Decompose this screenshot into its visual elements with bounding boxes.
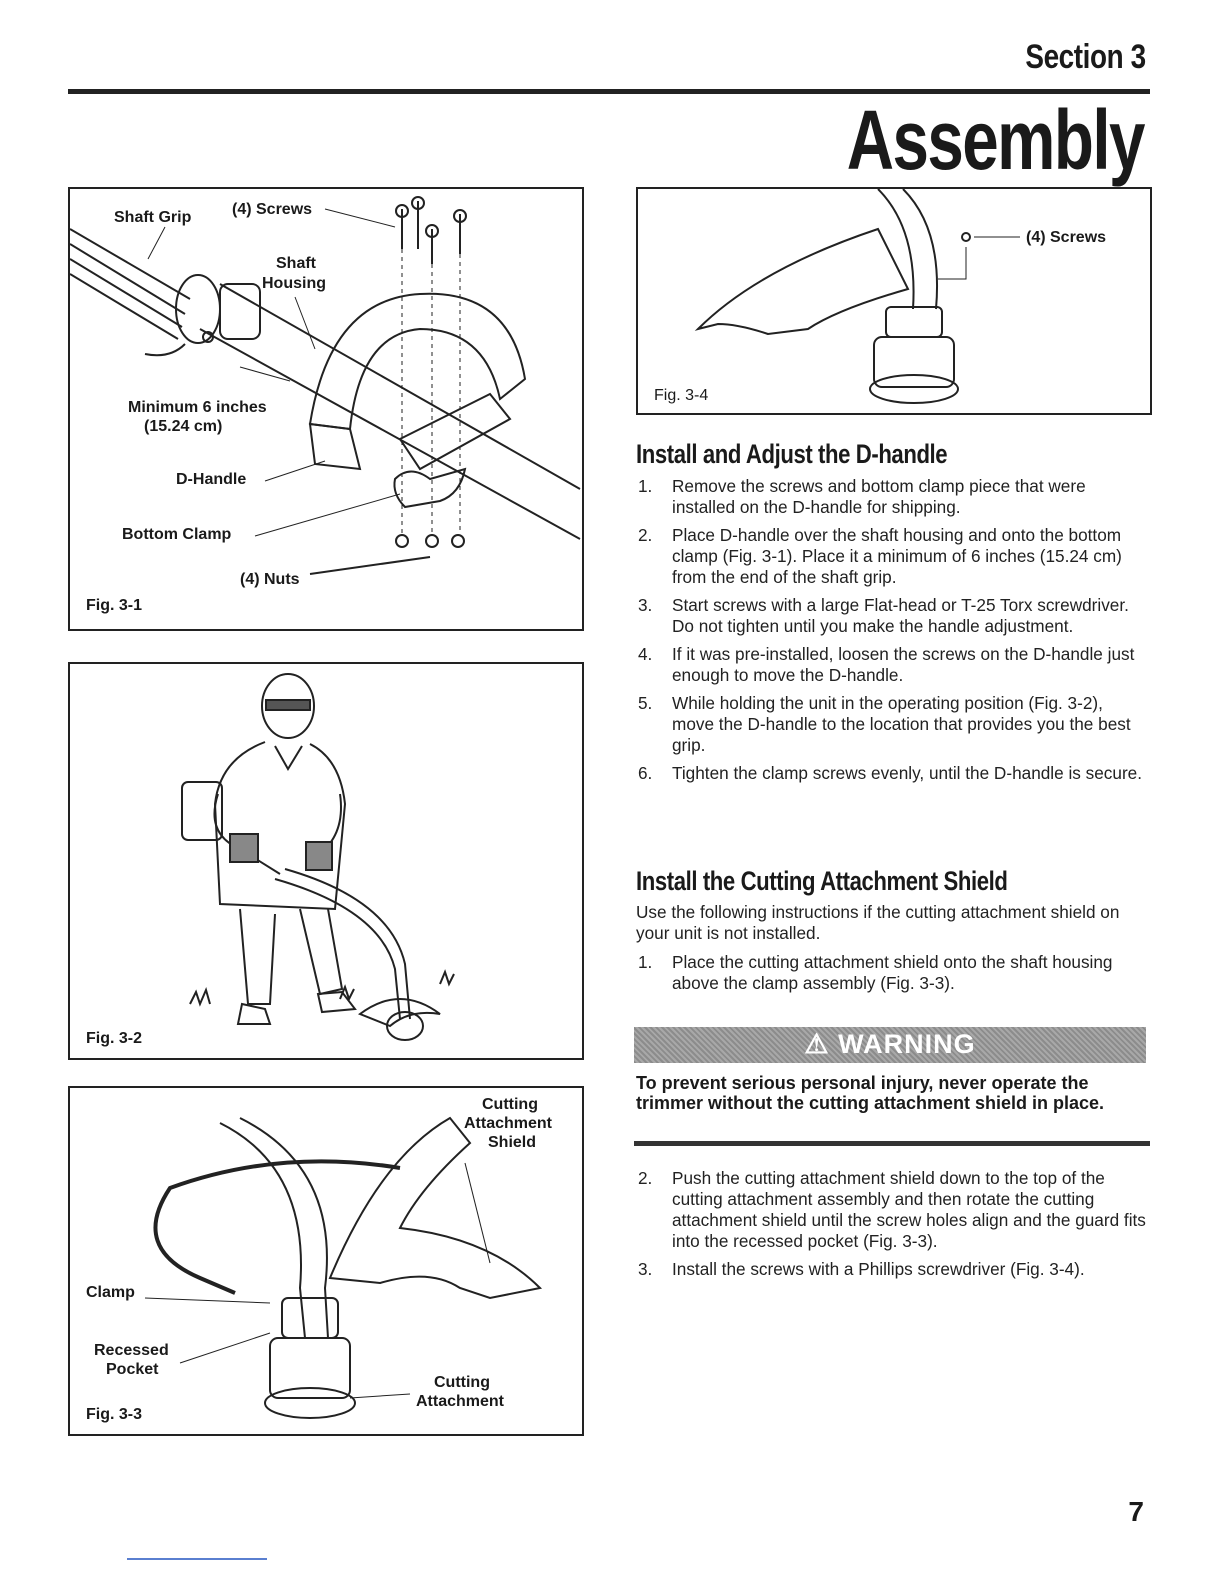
step-2: 2.Place D-handle over the shaft housing … xyxy=(638,525,1122,587)
d-handle-steps: 1.Remove the screws and bottom clamp pie… xyxy=(638,476,1144,791)
shield-step-1: 1.Place the cutting attachment shield on… xyxy=(638,952,1113,993)
heading-install-shield: Install the Cutting Attachment Shield xyxy=(636,866,1008,896)
callout-shaft-housing-line1: Shaft xyxy=(276,255,316,272)
figure-3-2-label: Fig. 3-2 xyxy=(86,1030,143,1047)
figure-3-1-illustration xyxy=(70,196,581,575)
callout-fig4-screws: (4) Screws xyxy=(1026,229,1107,246)
callout-clamp: Clamp xyxy=(86,1284,135,1301)
warning-triangle-icon: ⚠ xyxy=(804,1029,830,1059)
figure-3-2: Fig. 3-2 xyxy=(68,662,584,1060)
footer-line xyxy=(127,1558,267,1560)
figure-3-2-illustration xyxy=(181,673,455,1041)
step-4: 4.If it was pre-installed, loosen the sc… xyxy=(638,644,1135,685)
warning-banner: ⚠ WARNING xyxy=(634,1027,1146,1063)
callout-screws: (4) Screws xyxy=(232,201,313,218)
warning-rule xyxy=(634,1141,1150,1146)
step-6: 6.Tighten the clamp screws evenly, until… xyxy=(638,763,1143,783)
warning-message: To prevent serious personal injury, neve… xyxy=(636,1073,1105,1113)
shield-steps-continued: 2.Push the cutting attachment shield dow… xyxy=(638,1168,1148,1287)
section-label: Section 3 xyxy=(1025,38,1147,76)
callout-recessed-line2: Pocket xyxy=(106,1361,159,1378)
callout-bottom-clamp: Bottom Clamp xyxy=(122,526,232,543)
callout-nuts: (4) Nuts xyxy=(240,571,300,588)
shield-intro: Use the following instructions if the cu… xyxy=(636,902,1120,943)
callout-minimum-line1: Minimum 6 inches xyxy=(128,399,267,416)
callout-attachment-line2: Attachment xyxy=(416,1393,505,1410)
figure-3-3-label: Fig. 3-3 xyxy=(86,1406,143,1423)
callout-recessed-line1: Recessed xyxy=(94,1342,169,1359)
step-3: 3.Start screws with a large Flat-head or… xyxy=(638,595,1129,636)
figure-3-1: Shaft Grip (4) Screws Shaft Housing Mini… xyxy=(68,187,584,631)
page-title: Assembly xyxy=(846,93,1146,187)
figure-3-4-label: Fig. 3-4 xyxy=(654,387,709,404)
step-1: 1.Remove the screws and bottom clamp pie… xyxy=(638,476,1086,517)
figure-3-4-illustration xyxy=(694,189,1020,404)
page-number: 7 xyxy=(1128,1496,1144,1527)
callout-shaft-grip: Shaft Grip xyxy=(114,209,192,226)
callout-shaft-housing-line2: Housing xyxy=(262,275,326,292)
callout-shield-line1: Cutting xyxy=(482,1096,538,1113)
figure-3-3-illustration xyxy=(144,1116,543,1419)
callout-minimum-line2: (15.24 cm) xyxy=(144,418,223,435)
shield-step-3: 3.Install the screws with a Phillips scr… xyxy=(638,1259,1085,1279)
callout-attachment-line1: Cutting xyxy=(434,1374,490,1391)
step-5: 5.While holding the unit in the operatin… xyxy=(638,693,1131,755)
figure-3-3: Cutting Attachment Shield Clamp Recessed… xyxy=(68,1086,584,1436)
shield-step-1-list: 1.Place the cutting attachment shield on… xyxy=(638,952,1144,1001)
shield-step-2: 2.Push the cutting attachment shield dow… xyxy=(638,1168,1146,1251)
header-rule xyxy=(68,89,1150,94)
callout-shield-line3: Shield xyxy=(488,1134,537,1151)
callout-shield-line2: Attachment xyxy=(464,1115,553,1132)
figure-3-4: (4) Screws Fig. 3-4 xyxy=(636,187,1152,415)
callout-d-handle: D-Handle xyxy=(176,471,247,488)
figure-3-1-label: Fig. 3-1 xyxy=(86,597,143,614)
heading-install-d-handle: Install and Adjust the D-handle xyxy=(636,439,948,469)
warning-label: WARNING xyxy=(838,1029,976,1059)
